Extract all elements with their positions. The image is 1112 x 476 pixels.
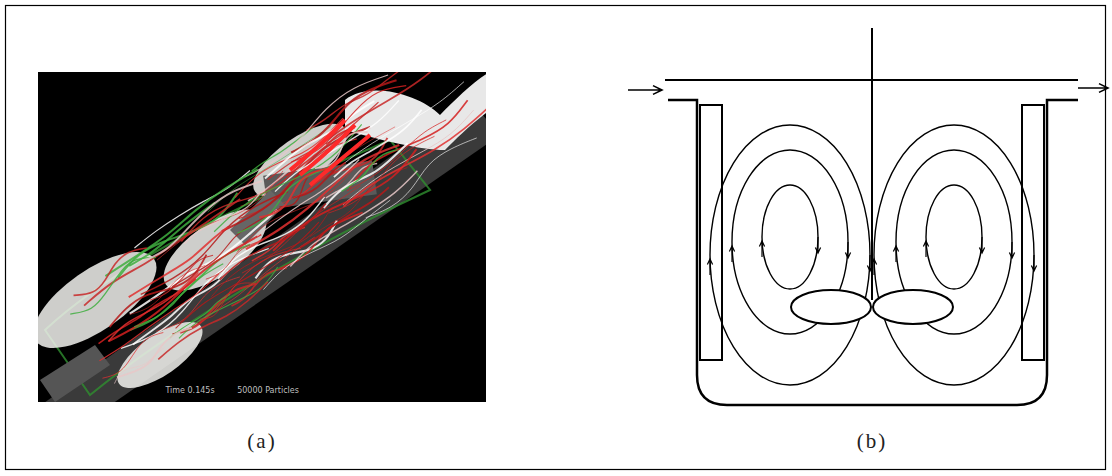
flow-arrow: [815, 237, 820, 253]
particle-trace: [259, 169, 327, 218]
particle-trace: [220, 204, 326, 280]
flow-arrow: [979, 237, 984, 253]
particle-trace: [342, 150, 397, 191]
simulation-time: Time 0.145s: [163, 386, 216, 397]
particle-trace: [211, 208, 331, 297]
particle-jet: [310, 135, 370, 185]
flow-arrow: [871, 259, 876, 275]
particle-trace: [108, 272, 198, 341]
particle-jet: [290, 120, 345, 170]
particle-trace: [139, 181, 262, 263]
particle-jet: [300, 125, 355, 175]
particle-trace: [99, 274, 218, 361]
particle-trace: [74, 248, 147, 295]
impeller-blade: [791, 290, 871, 324]
particle-trace: [180, 284, 256, 333]
particle-trace: [133, 271, 229, 345]
stirred-tank: [628, 28, 1108, 405]
flow-arrow: [759, 241, 764, 257]
circulation-loop: [762, 185, 818, 289]
flow-arrow: [893, 246, 898, 262]
flow-arrow: [707, 259, 712, 275]
particle-trace: [290, 171, 417, 267]
tank-wall: [668, 100, 1078, 405]
panel-label: (a): [247, 430, 276, 453]
flow-arrow: [729, 246, 734, 262]
particle-trace: [265, 101, 374, 178]
particle-trace: [121, 248, 269, 348]
impeller-simulation: [38, 72, 486, 402]
particle-trace: [246, 145, 399, 249]
particle-trace: [263, 200, 390, 290]
flow-arrow: [1009, 242, 1014, 258]
particle-trace: [150, 255, 213, 300]
particle-count: 50000 Particles: [235, 386, 301, 397]
particle-trace: [158, 282, 268, 360]
particle-trace: [179, 267, 278, 338]
flow-arrow: [923, 241, 928, 257]
circulation-loop: [926, 185, 982, 289]
particle-trace: [245, 75, 388, 177]
particle-trace: [129, 203, 215, 266]
particle-trace: [118, 193, 237, 278]
particle-trace: [242, 186, 361, 273]
panel-label: (b): [857, 430, 888, 453]
particle-trace: [170, 294, 230, 338]
impeller-shaft: [871, 28, 873, 300]
figure-frame: [6, 6, 1106, 470]
particle-trace: [275, 100, 399, 191]
impeller-blade: [873, 290, 953, 324]
particle-trace: [117, 328, 192, 377]
particle-trace: [176, 222, 319, 328]
particle-trace: [184, 194, 259, 244]
particle-trace: [105, 169, 257, 276]
particle-trace: [310, 168, 407, 237]
flow-arrow: [845, 242, 850, 258]
inlet-arrow: [628, 86, 662, 95]
flow-arrow: [1031, 255, 1036, 271]
particle-trace: [200, 283, 253, 319]
circulation-loop: [874, 125, 1034, 385]
blade-edge: [40, 345, 110, 402]
particle-trace: [257, 159, 359, 236]
particle-trace: [156, 277, 239, 331]
circulation-loop: [710, 125, 870, 385]
outlet-arrow: [1078, 84, 1108, 93]
particle-trace: [343, 105, 486, 207]
